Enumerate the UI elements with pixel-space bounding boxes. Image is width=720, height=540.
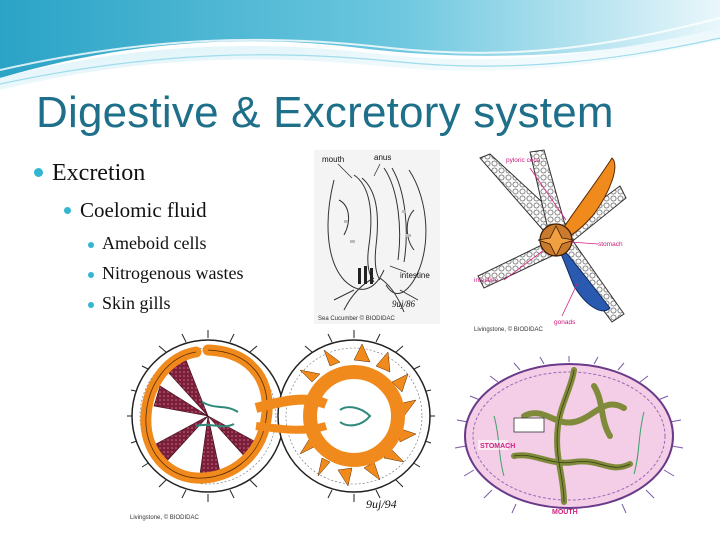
label-intestine: intestine — [400, 271, 430, 280]
label-mouth: mouth — [322, 155, 344, 164]
label-intestine: intestine — [474, 277, 499, 284]
figure-sea-star: pyloric ceca stomach intestine gonads Li… — [470, 146, 632, 334]
bullet-excretion: Excretion — [52, 160, 146, 186]
bullet-coelomic-fluid: Coelomic fluid — [80, 198, 207, 222]
sea-cucumber-illustration: mouth anus intestine 9uj/86 Sea Cucumber… — [314, 150, 440, 324]
bullet-dot — [88, 272, 94, 278]
figure-urchin-section: STOMACH MOUTH — [454, 356, 684, 520]
bullet-skin-gills: Skin gills — [102, 293, 171, 313]
sea-star-illustration: pyloric ceca stomach intestine gonads Li… — [474, 149, 627, 333]
signature: 9uj/94 — [366, 497, 397, 511]
label-stomach: STOMACH — [480, 443, 515, 450]
credit: Sea Cucumber © BIODIDAC — [318, 315, 395, 322]
credit: Livingstone, © BIODIDAC — [474, 326, 543, 333]
label-pyloric-ceca: pyloric ceca — [506, 157, 541, 164]
slide-title: Digestive & Excretory system — [36, 88, 614, 137]
urchin-opened-illustration: 9uj/94 Livingstone, © BIODIDAC — [127, 330, 435, 521]
bullet-dot — [88, 302, 94, 308]
signature: 9uj/86 — [392, 299, 416, 309]
label-stomach: stomach — [598, 241, 623, 248]
bullet-nitrogenous-wastes: Nitrogenous wastes — [102, 263, 244, 283]
bullet-ameboid-cells: Ameboid cells — [102, 233, 207, 253]
label-anus: anus — [374, 153, 391, 162]
figure-urchin-opened: 9uj/94 Livingstone, © BIODIDAC — [126, 330, 440, 524]
urchin-section-illustration: STOMACH MOUTH — [454, 356, 684, 516]
header-wave-decoration — [0, 0, 720, 90]
label-mouth: MOUTH — [552, 509, 578, 516]
credit: Livingstone, © BIODIDAC — [130, 514, 199, 521]
label-gonads: gonads — [554, 319, 576, 326]
bullet-dot — [34, 168, 43, 177]
bullet-dot — [88, 242, 94, 248]
figure-sea-cucumber: mouth anus intestine 9uj/86 Sea Cucumber… — [314, 150, 440, 324]
bullet-dot — [64, 207, 71, 214]
